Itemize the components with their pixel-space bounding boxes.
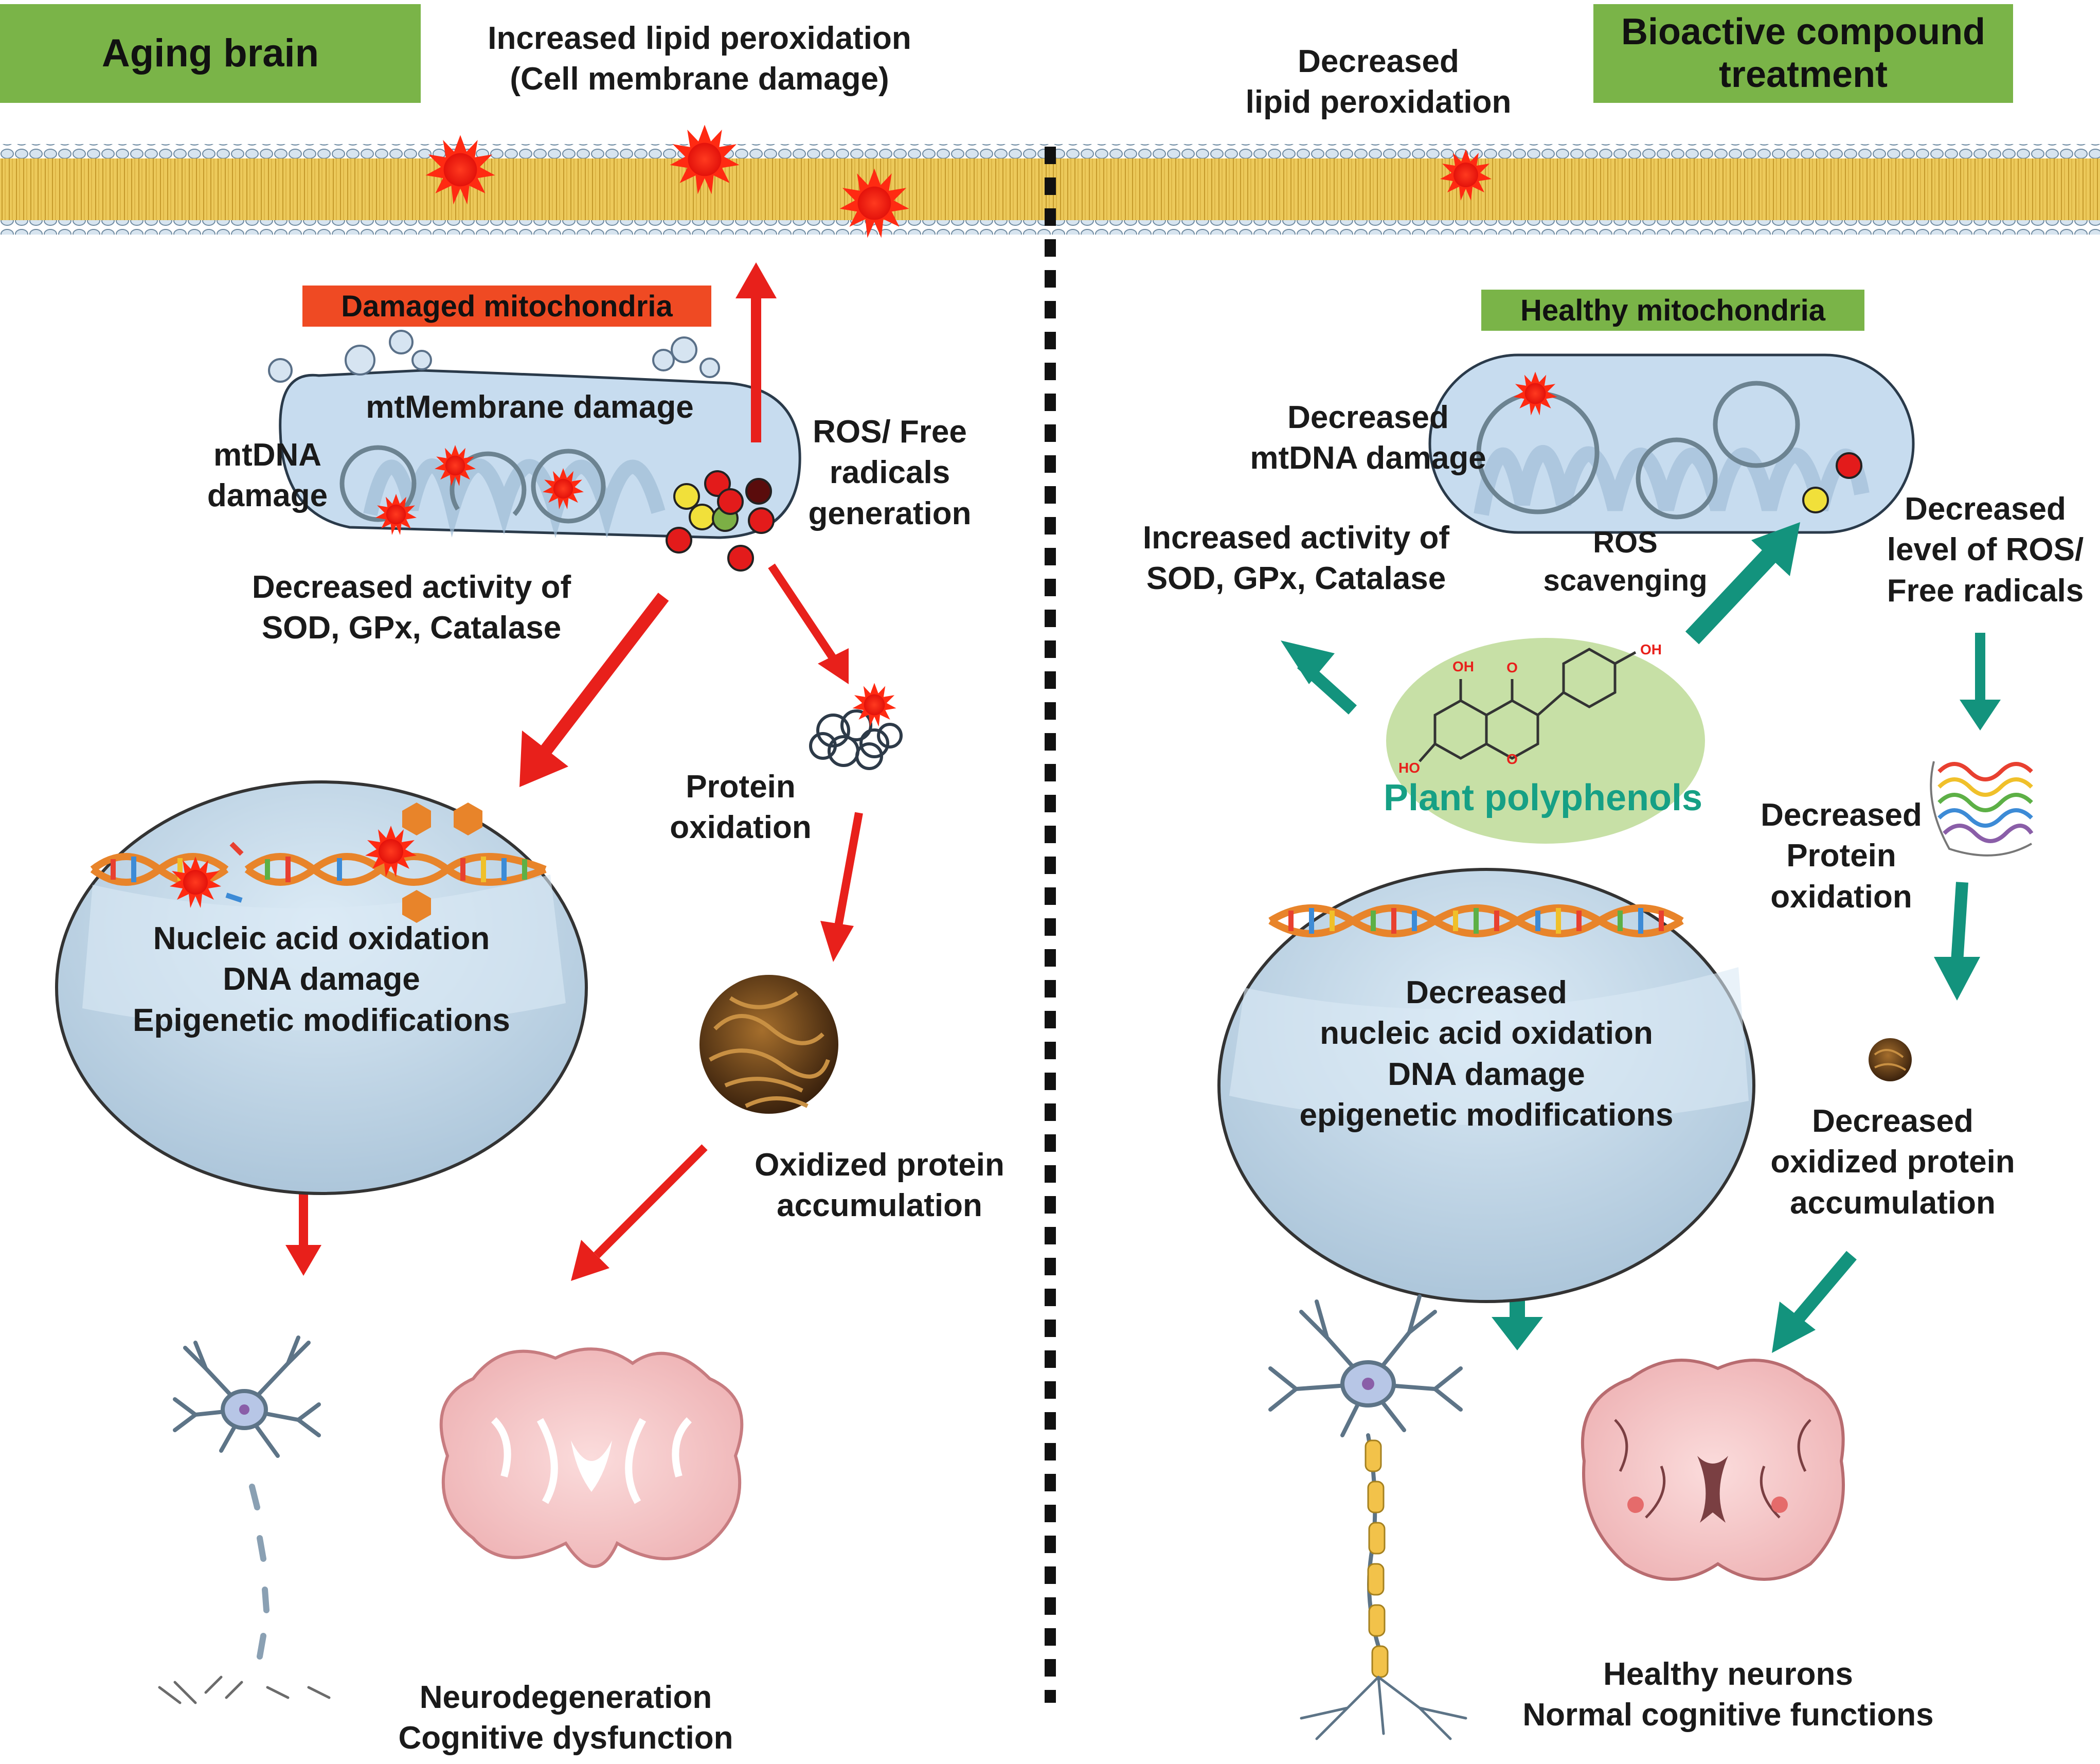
lipid-line2: (Cell membrane damage): [510, 61, 889, 97]
oh3-text: HO: [1398, 760, 1420, 776]
mtdna-line1: mtDNA: [213, 437, 322, 473]
decreased-mtdna-damage-label: Decreased mtDNA damage: [1224, 397, 1512, 479]
decreased-nucleus-damage-label: Decreased nucleic acid oxidation DNA dam…: [1255, 972, 1718, 1135]
l-enzymes-line1: Decreased activity of: [252, 569, 571, 605]
healthy-mito-tag-text: Healthy mitochondria: [1520, 293, 1825, 327]
r-nucleus-line3: DNA damage: [1388, 1056, 1585, 1092]
oxygen-label-1: O: [1504, 658, 1520, 677]
oxygen-label-2: O: [1504, 750, 1520, 769]
small-oxidized-clump: [1869, 1038, 1912, 1081]
l-accum-line2: accumulation: [777, 1188, 982, 1224]
oxidized-protein-accumulation-label: Oxidized protein accumulation: [710, 1145, 1049, 1226]
mtdna-line2: damage: [207, 478, 328, 514]
healthy-mitochondria-tag: Healthy mitochondria: [1481, 290, 1864, 331]
r-accum-line1: Decreased: [1812, 1103, 1973, 1139]
increased-enzyme-activity-label: Increased activity of SOD, GPx, Catalase: [1116, 518, 1476, 599]
r-enzymes-line1: Increased activity of: [1142, 520, 1450, 556]
r-nucleus-line2: nucleic acid oxidation: [1320, 1015, 1653, 1052]
l-enzymes-line2: SOD, GPx, Catalase: [261, 610, 562, 646]
tangled-protein: [809, 709, 903, 770]
bioactive-title-line2: treatment: [1718, 54, 1888, 95]
healthy-neurons-label: Healthy neurons Normal cognitive functio…: [1481, 1654, 1975, 1736]
r-outcome-line2: Normal cognitive functions: [1522, 1697, 1934, 1733]
decreased-enzyme-activity-label: Decreased activity of SOD, GPx, Catalase: [216, 567, 607, 649]
damaged-mito-tag-text: Damaged mitochondria: [341, 289, 673, 323]
ros-scavenging-label: ROS scavenging: [1522, 524, 1728, 600]
oxidized-protein-clump: [699, 975, 838, 1114]
r-outcome-line1: Healthy neurons: [1603, 1656, 1853, 1692]
damaged-mitochondrion: [268, 330, 801, 572]
l-outcome-line2: Cognitive dysfunction: [398, 1720, 733, 1756]
r-lipid-line1: Decreased: [1298, 44, 1459, 79]
l-accum-line1: Oxidized protein: [755, 1147, 1004, 1183]
ros-level-line2: level of ROS/: [1887, 532, 2084, 568]
decreased-ros-level-label: Decreased level of ROS/ Free radicals: [1872, 489, 2098, 611]
nucleus-damage-label: Nucleic acid oxidation DNA damage Epigen…: [93, 918, 550, 1041]
r-protein-line2: Protein: [1786, 838, 1896, 874]
r-enzymes-line2: SOD, GPx, Catalase: [1146, 561, 1446, 597]
ros-generation-label: ROS/ Free radicals generation: [787, 412, 993, 534]
decreased-lipid-peroxidation-label: Decreased lipid peroxidation: [1214, 41, 1543, 123]
bioactive-treatment-banner: Bioactive compound treatment: [1593, 4, 2013, 103]
decreased-protein-oxidation-label: Decreased Protein oxidation: [1749, 795, 1934, 917]
l-outcome-line1: Neurodegeneration: [419, 1680, 712, 1715]
ros-line3: generation: [808, 495, 972, 531]
ros-level-line3: Free radicals: [1887, 573, 2084, 609]
red-arrows: [285, 262, 863, 1281]
protein-oxidation-label: Protein oxidation: [648, 767, 833, 848]
aging-brain-title: Aging brain: [101, 31, 319, 76]
r-mtdna-line2: mtDNA damage: [1250, 440, 1486, 476]
hydroxyl-label-2: OH: [1636, 640, 1666, 659]
ros-scav-line1: ROS: [1593, 526, 1658, 559]
hydroxyl-label-3: HO: [1394, 759, 1425, 777]
increased-lipid-peroxidation-label: Increased lipid peroxidation (Cell membr…: [453, 18, 946, 100]
healthy-mitochondrion: [1428, 353, 1915, 534]
aging-brain-banner: Aging brain: [0, 4, 421, 103]
folded-protein: [1930, 761, 2034, 857]
l-nucleus-line3: Epigenetic modifications: [133, 1002, 510, 1038]
mt-membrane-text: mtMembrane damage: [366, 389, 694, 425]
polyphenol-molecule: [1386, 638, 1705, 844]
ros-scav-line2: scavenging: [1543, 564, 1708, 598]
r-mtdna-line1: Decreased: [1287, 400, 1449, 435]
l-protein-line1: Protein: [686, 769, 796, 805]
r-protein-line3: oxidation: [1770, 879, 1912, 915]
ros-line2: radicals: [829, 455, 950, 491]
hydroxyl-label-1: OH: [1448, 657, 1479, 676]
dna-damaged: [90, 803, 547, 923]
plant-polyphenols-label: Plant polyphenols: [1348, 774, 1738, 822]
decreased-oxidized-protein-label: Decreased oxidized protein accumulation: [1738, 1101, 2047, 1223]
l-nucleus-line1: Nucleic acid oxidation: [153, 921, 490, 956]
r-accum-line2: oxidized protein: [1770, 1144, 2015, 1180]
mtdna-damage-label: mtDNA damage: [190, 435, 345, 516]
lipid-line1: Increased lipid peroxidation: [488, 21, 911, 56]
ros-line1: ROS/ Free: [813, 414, 967, 450]
bioactive-title-line1: Bioactive compound: [1621, 11, 1986, 53]
healthy-brain: [1581, 1359, 1845, 1581]
dna-healthy: [1268, 904, 1684, 937]
r-nucleus-line1: Decreased: [1406, 975, 1567, 1010]
damaged-neuron: [158, 1335, 331, 1704]
r-lipid-line2: lipid peroxidation: [1245, 84, 1512, 120]
o2-text: O: [1506, 751, 1518, 767]
neurodegeneration-label: Neurodegeneration Cognitive dysfunction: [370, 1677, 761, 1759]
polyphenols-text: Plant polyphenols: [1383, 777, 1703, 818]
healthy-neuron: [1268, 1294, 1467, 1740]
r-protein-line1: Decreased: [1761, 797, 1922, 833]
o1-text: O: [1506, 660, 1518, 675]
r-accum-line3: accumulation: [1790, 1185, 1996, 1221]
nucleus-healthy: [1217, 868, 1755, 1303]
mtmembrane-damage-label: mtMembrane damage: [350, 387, 710, 427]
damaged-mitochondria-tag: Damaged mitochondria: [302, 286, 711, 327]
oh2-text: OH: [1640, 642, 1662, 657]
damaged-brain: [439, 1347, 744, 1568]
r-nucleus-line4: epigenetic modifications: [1299, 1097, 1674, 1133]
ros-level-line1: Decreased: [1905, 491, 2066, 527]
l-protein-line2: oxidation: [670, 810, 812, 846]
l-nucleus-line2: DNA damage: [223, 961, 420, 997]
oh1-text: OH: [1452, 658, 1474, 674]
